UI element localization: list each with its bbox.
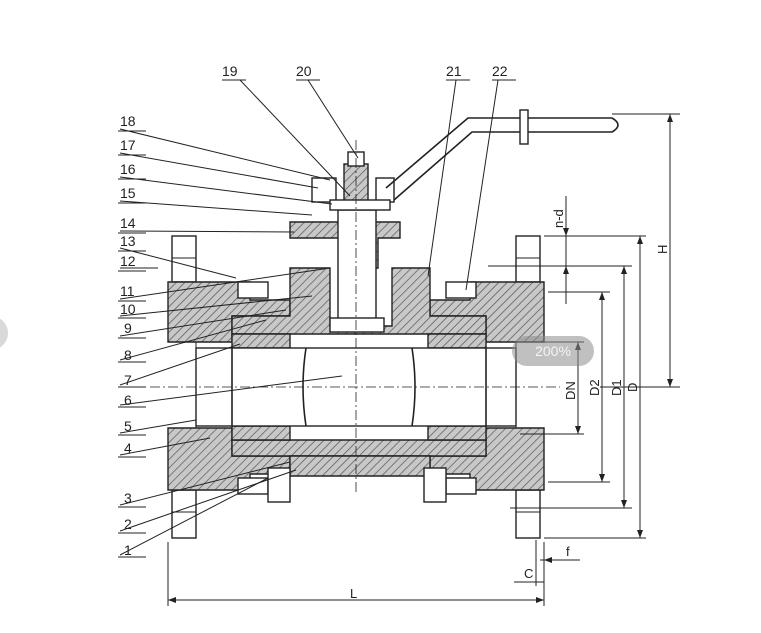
center-body-bottom: [231, 439, 487, 457]
right-flange-bottom-lug: [515, 489, 541, 539]
body-bolt-top-left: [237, 281, 269, 299]
callout-18: 18: [120, 113, 136, 129]
zoom-indicator[interactable]: 200%: [512, 336, 594, 366]
callout-15: 15: [120, 185, 136, 201]
body-nut-bottom-left: [267, 467, 291, 503]
left-flange-bottom-lug: [171, 489, 197, 539]
callout-21: 21: [446, 63, 462, 79]
dimension-labels: L H D D1 D2 DN n-d f C: [350, 209, 670, 601]
stem-key: [329, 317, 385, 333]
callout-12: 12: [120, 253, 136, 269]
callout-19: 19: [222, 63, 238, 79]
stem: [337, 209, 377, 329]
callout-8: 8: [124, 347, 132, 363]
callout-2: 2: [124, 516, 132, 532]
left-seat-top: [231, 333, 291, 349]
body-bolt-bottom-right: [445, 477, 477, 495]
callout-7: 7: [124, 372, 132, 388]
dim-D1: D1: [609, 379, 624, 396]
dim-DN: DN: [563, 381, 578, 400]
callout-labels: 1 2 3 4 5 6 7 8 9 10 11 12 13 14 15 16 1…: [120, 63, 508, 558]
body-nut-bottom-right: [423, 467, 447, 503]
left-flange-top-lug: [171, 235, 197, 283]
dim-D: D: [625, 383, 640, 392]
gland-nut-right: [375, 177, 395, 203]
washer: [329, 199, 391, 211]
callout-17: 17: [120, 137, 136, 153]
callout-1: 1: [124, 542, 132, 558]
right-seat-top: [427, 333, 487, 349]
callout-4: 4: [124, 440, 132, 456]
dim-n-d: n-d: [551, 209, 566, 228]
callout-14: 14: [120, 215, 136, 231]
side-panel-tab[interactable]: [0, 316, 8, 350]
dim-L: L: [350, 586, 357, 601]
callout-6: 6: [124, 392, 132, 408]
lever-handle: [385, 109, 619, 201]
left-seat-bottom: [231, 425, 291, 441]
callout-10: 10: [120, 301, 136, 317]
handle-grip-stop: [519, 109, 529, 145]
dim-D2: D2: [587, 379, 602, 396]
callout-5: 5: [124, 418, 132, 434]
dim-f: f: [566, 544, 570, 559]
callout-leaders: [118, 79, 516, 558]
right-seat-bottom: [427, 425, 487, 441]
callout-11: 11: [120, 283, 135, 299]
callout-9: 9: [124, 320, 132, 336]
center-body-bottom-web: [289, 455, 431, 477]
callout-3: 3: [124, 490, 132, 506]
callout-13: 13: [120, 233, 136, 249]
callout-20: 20: [296, 63, 312, 79]
dim-C: C: [524, 566, 533, 581]
body-bolt-top-right: [445, 281, 477, 299]
callout-16: 16: [120, 161, 136, 177]
dim-H: H: [655, 245, 670, 254]
callout-22: 22: [492, 63, 508, 79]
right-flange-top-lug: [515, 235, 541, 283]
gland-nut-left: [311, 177, 337, 203]
